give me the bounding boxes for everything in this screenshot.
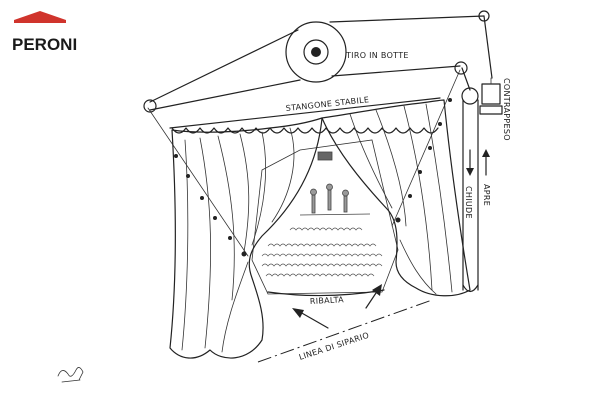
stage-scenery: [299, 151, 371, 216]
right-tieback-pins: [395, 98, 452, 223]
right-curtain: [321, 99, 471, 297]
audience-seats: [261, 227, 383, 277]
label-chiude: CHIUDE: [464, 186, 473, 219]
artist-signature-mark: [57, 367, 84, 383]
peroni-logo: PERONI: [12, 11, 77, 54]
stangone-bar: [169, 97, 441, 134]
left-curtain: [169, 117, 323, 359]
stage-view: [251, 139, 399, 297]
main-pulley: [285, 21, 347, 83]
label-tiro-in-botte: TIRO IN BOTTE: [345, 51, 409, 60]
label-apre: APRE: [482, 184, 491, 206]
logo-text: PERONI: [12, 35, 77, 54]
rigging-cables: [147, 15, 493, 257]
bottom-right-pulley: [461, 87, 479, 105]
opening-arrows: [292, 284, 382, 329]
left-pulley: [143, 99, 157, 113]
counterweight: [479, 77, 503, 115]
right-pulley: [454, 61, 468, 75]
label-ribalta: RIBALTA: [310, 295, 345, 306]
operating-line: [462, 99, 490, 293]
left-tieback-pins: [174, 154, 247, 257]
logo-roof-band: [14, 20, 66, 23]
linea-di-sipario-line: [257, 299, 433, 363]
top-right-pulley: [478, 10, 490, 22]
logo-roof: [14, 11, 66, 20]
label-contrappeso: CONTRAPPESO: [502, 78, 511, 141]
